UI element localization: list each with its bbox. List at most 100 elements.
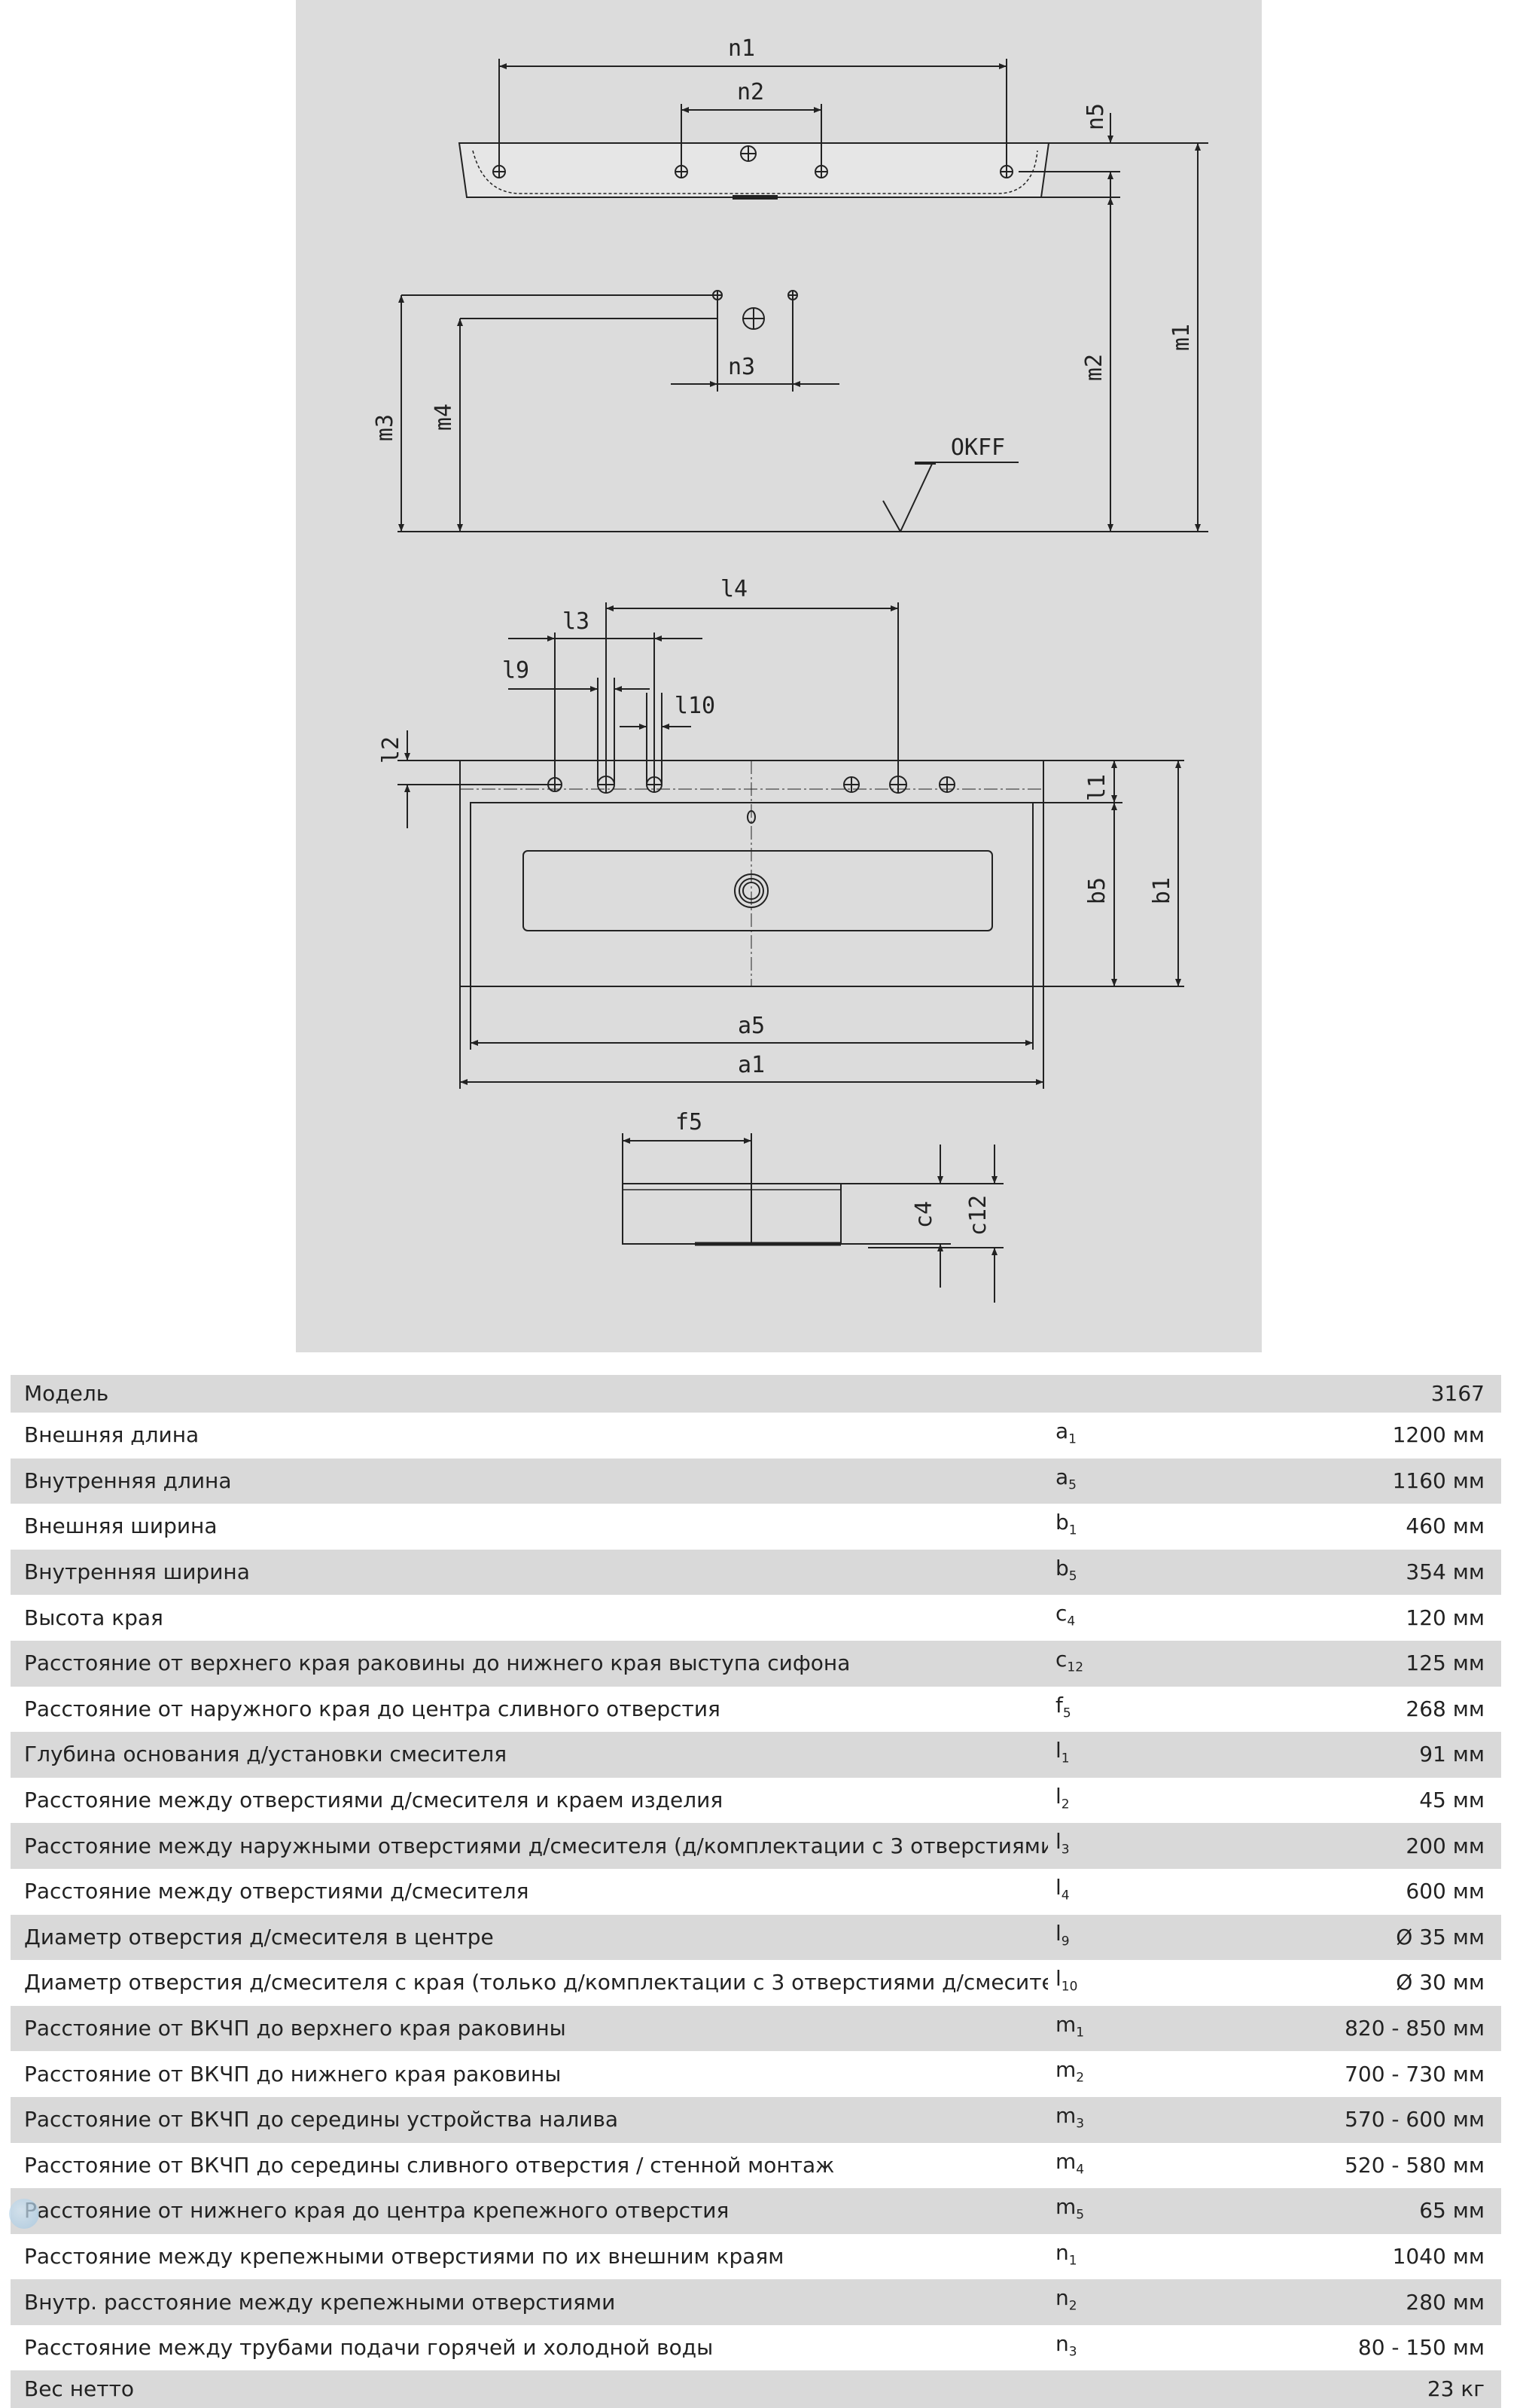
spec-label: Диаметр отверстия д/смесителя в центре [24, 1924, 494, 1949]
spec-symbol: c4 [1048, 1595, 1168, 1641]
spec-symbol: n1 [1048, 2234, 1168, 2280]
spec-symbol-index: 4 [1067, 1614, 1076, 1629]
spec-label: Расстояние от верхнего края раковины до … [24, 1651, 851, 1676]
label-l3: l3 [562, 608, 589, 635]
spec-label: Глубина основания д/установки смесителя [24, 1742, 507, 1767]
spec-symbol-index: 10 [1061, 1979, 1078, 1995]
spec-value: 600 мм [1406, 1879, 1485, 1904]
spec-symbol-index: 1 [1068, 1523, 1077, 1538]
spec-symbol-index: 2 [1061, 1797, 1070, 1812]
label-n1: n1 [728, 35, 755, 62]
spec-symbol-letter: b [1055, 1510, 1069, 1535]
spec-row: Внутр. расстояние между крепежными отвер… [11, 2279, 1501, 2325]
label-m3: m3 [372, 414, 398, 441]
spec-label: Расстояние между крепежными отверстиями … [24, 2243, 784, 2269]
spec-symbol-letter: b [1055, 1555, 1069, 1580]
label-f5: f5 [675, 1109, 702, 1135]
spec-symbol-letter: n [1055, 2239, 1069, 2265]
spec-row: Расстояние от ВКЧП до верхнего края рако… [11, 2005, 1501, 2052]
spec-symbol-index: 1 [1061, 1751, 1070, 1766]
spec-label: Расстояние от наружного края до центра с… [24, 1696, 720, 1721]
spec-label: Внешняя ширина [24, 1513, 218, 1539]
spec-label: Расстояние между трубами подачи горячей … [24, 2335, 714, 2361]
spec-symbol [1048, 2370, 1168, 2408]
spec-symbol: b1 [1048, 1504, 1168, 1550]
spec-row: Диаметр отверстия д/смесителя с края (то… [11, 1960, 1501, 2006]
technical-drawing-panel: n1 n2 n3 n5 m1 m2 m3 m4 OKFF l4 l3 l9 l1… [296, 0, 1262, 1352]
spec-row: Расстояние от нижнего края до центра кре… [11, 2188, 1501, 2234]
spec-symbol-letter: a [1055, 1419, 1069, 1443]
label-l4: l4 [720, 576, 748, 602]
spec-symbol-index: 3 [1061, 1842, 1070, 1858]
label-n5: n5 [1083, 103, 1109, 130]
spec-label: Расстояние от ВКЧП до середины устройств… [24, 2107, 619, 2132]
label-l10: l10 [675, 693, 715, 719]
spec-symbol-index: 3 [1076, 2116, 1085, 2132]
spec-symbol-letter: l [1055, 1738, 1062, 1763]
spec-symbol-letter: c [1055, 1646, 1068, 1672]
spec-value: 120 мм [1406, 1605, 1485, 1630]
spec-symbol-letter: m [1055, 2057, 1077, 2083]
spec-label: Вес нетто [24, 2376, 135, 2402]
spec-value: 354 мм [1406, 1559, 1485, 1585]
label-a1: a1 [738, 1052, 765, 1078]
spec-row: Расстояние между отверстиями д/смесителя… [11, 1869, 1501, 1915]
spec-value: 200 мм [1406, 1833, 1485, 1858]
spec-value: 700 - 730 мм [1345, 2061, 1485, 2086]
label-l2: l2 [378, 736, 404, 764]
spec-symbol: a1 [1048, 1413, 1168, 1459]
spec-symbol-index: 5 [1076, 2207, 1085, 2223]
spec-value: 45 мм [1419, 1788, 1485, 1813]
label-m2: m2 [1081, 354, 1107, 381]
spec-value: Ø 30 мм [1396, 1970, 1485, 1995]
spec-value: 80 - 150 мм [1357, 2335, 1485, 2361]
spec-row: Расстояние от верхнего края раковины до … [11, 1640, 1501, 1687]
spec-symbol-letter: m [1055, 2148, 1077, 2174]
spec-symbol-letter: l [1055, 1966, 1062, 1992]
spec-row: Расстояние между крепежными отверстиями … [11, 2234, 1501, 2280]
label-n3: n3 [728, 354, 755, 380]
spec-row: Расстояние от ВКЧП до середины устройств… [11, 2096, 1501, 2143]
spec-value: 3167 [1430, 1381, 1485, 1406]
label-l1: l1 [1084, 774, 1110, 801]
spec-value: 460 мм [1406, 1513, 1485, 1539]
spec-symbol-index: 1 [1068, 2253, 1077, 2269]
spec-symbol: l9 [1048, 1915, 1168, 1961]
spec-symbol-index: 4 [1061, 1888, 1070, 1904]
spec-value: 520 - 580 мм [1345, 2152, 1485, 2178]
spec-row: Расстояние от наружного края до центра с… [11, 1687, 1501, 1733]
spec-symbol: n2 [1048, 2279, 1168, 2325]
spec-label: Внутренняя ширина [24, 1559, 250, 1585]
spec-row: Расстояние между отверстиями д/смесителя… [11, 1778, 1501, 1824]
spec-value: 125 мм [1406, 1651, 1485, 1676]
spec-symbol: m5 [1048, 2188, 1168, 2234]
spec-label: Внутр. расстояние между крепежными отвер… [24, 2289, 616, 2315]
spec-label: Высота края [24, 1605, 163, 1630]
spec-symbol-index: 5 [1068, 1568, 1077, 1584]
spec-label: Расстояние от ВКЧП до верхнего края рако… [24, 2016, 566, 2041]
spec-symbol: l4 [1048, 1869, 1168, 1915]
spec-symbol: b5 [1048, 1550, 1168, 1596]
spec-value: 280 мм [1406, 2289, 1485, 2315]
spec-symbol: m2 [1048, 2051, 1168, 2097]
spec-row: Расстояние от ВКЧП до середины сливного … [11, 2143, 1501, 2189]
spec-value: Ø 35 мм [1396, 1924, 1485, 1949]
spec-value: 1040 мм [1392, 2243, 1485, 2269]
spec-value: 1200 мм [1392, 1422, 1485, 1448]
spec-row: Расстояние между наружными отверстиями д… [11, 1823, 1501, 1869]
label-n2: n2 [737, 79, 764, 105]
spec-value: 570 - 600 мм [1345, 2107, 1485, 2132]
spec-symbol-letter: m [1055, 2011, 1077, 2037]
spec-symbol: n3 [1048, 2325, 1168, 2371]
spec-symbol: l1 [1048, 1732, 1168, 1778]
spec-label: Внешняя длина [24, 1422, 200, 1448]
spec-symbol: l2 [1048, 1778, 1168, 1824]
spec-row: Глубина основания д/установки смесителя l… [11, 1732, 1501, 1778]
spec-symbol-letter: l [1055, 1920, 1062, 1946]
side-elevation-view [398, 59, 1208, 532]
spec-symbol-letter: n [1055, 2285, 1069, 2311]
spec-value: 268 мм [1406, 1696, 1485, 1721]
